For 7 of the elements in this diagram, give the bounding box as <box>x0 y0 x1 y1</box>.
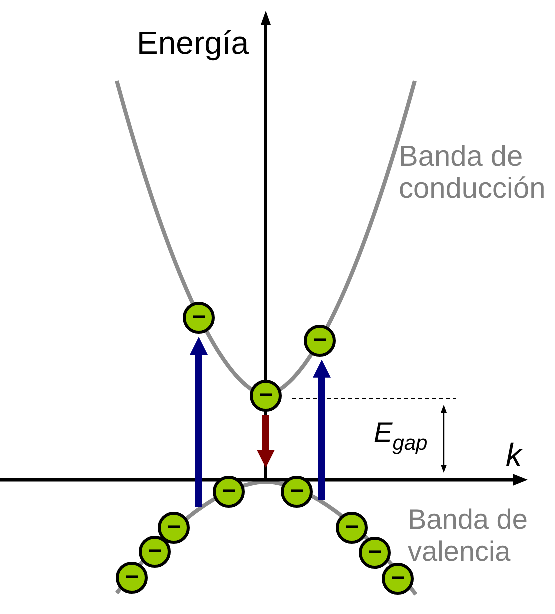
arrow <box>257 415 275 468</box>
gap-label: E$_{gap}$ <box>374 419 429 458</box>
axis-label: k <box>506 439 524 471</box>
axis-label: Energía <box>137 27 250 59</box>
arrow <box>190 337 208 508</box>
band-label: Banda de conducción <box>399 141 547 205</box>
arrow <box>313 360 331 500</box>
